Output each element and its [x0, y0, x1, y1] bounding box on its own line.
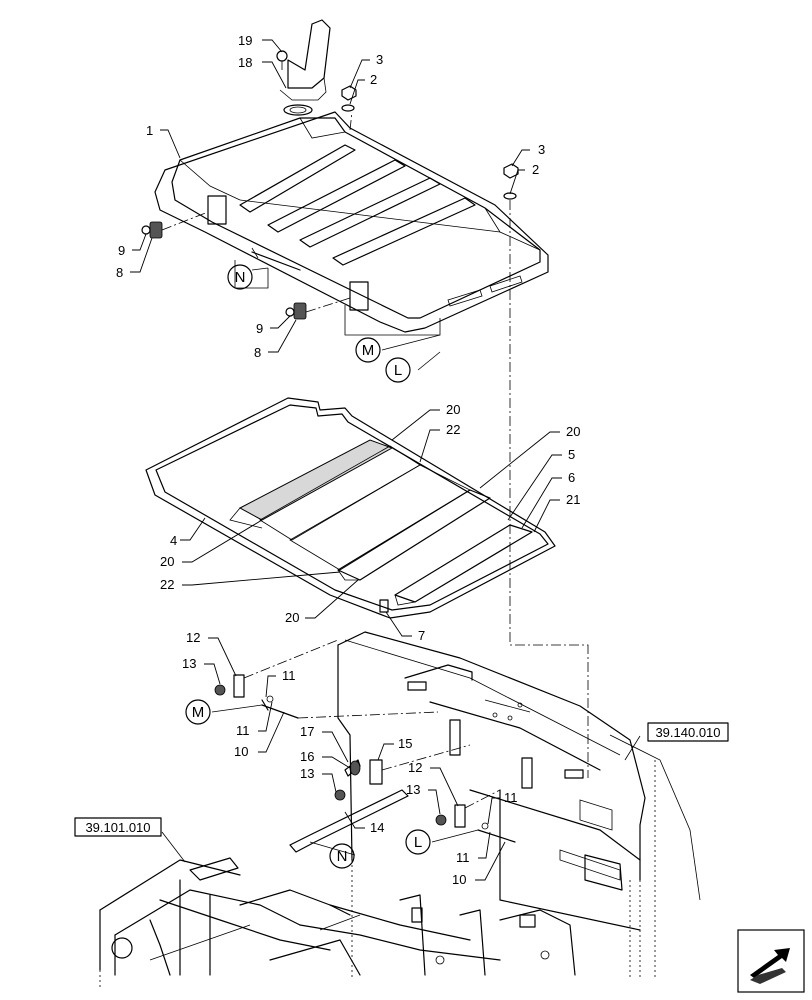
callout-13: 13 [406, 782, 420, 797]
leader-lines [130, 39, 562, 881]
reference-circles: N M L M N L [185, 264, 431, 869]
callout-21: 21 [566, 492, 580, 507]
callout-7: 7 [418, 628, 425, 643]
callout-10: 10 [452, 872, 466, 887]
gasket-frame [145, 397, 556, 619]
ref-L: L [414, 834, 422, 851]
ref-M: M [362, 342, 375, 359]
callout-12: 12 [408, 760, 422, 775]
callout-13: 13 [300, 766, 314, 781]
machine-body [337, 631, 701, 980]
callout-20: 20 [446, 402, 460, 417]
bolt-right [503, 163, 519, 200]
callout-2: 2 [532, 162, 539, 177]
callout-11: 11 [504, 790, 518, 805]
callout-8: 8 [116, 265, 123, 280]
latch-assembly-right [435, 804, 516, 843]
callout-11: 11 [282, 668, 296, 683]
callout-9: 9 [256, 321, 263, 336]
callout-22: 22 [160, 577, 174, 592]
callout-12: 12 [186, 630, 200, 645]
callout-10: 10 [234, 744, 248, 759]
ref-box-left[interactable]: 39.101.010 [74, 817, 162, 837]
callout-5: 5 [568, 447, 575, 462]
ref-box-right[interactable]: 39.140.010 [647, 722, 729, 742]
bolt-upper [341, 85, 357, 112]
callout-9: 9 [118, 243, 125, 258]
ref-box-left-label: 39.101.010 [85, 820, 150, 835]
callout-19: 19 [238, 33, 252, 48]
callout-4: 4 [170, 533, 177, 548]
ref-N: N [337, 848, 348, 865]
callout-20: 20 [160, 554, 174, 569]
latch-assembly-center [289, 759, 409, 853]
callout-11: 11 [456, 850, 470, 865]
ref-L: L [394, 362, 402, 379]
callout-8: 8 [254, 345, 261, 360]
callout-labels: 19 18 3 2 1 3 2 9 8 9 8 20 22 20 5 6 21 … [116, 33, 580, 887]
callout-20: 20 [285, 610, 299, 625]
ref-box-right-label: 39.140.010 [655, 725, 720, 740]
callout-3: 3 [376, 52, 383, 67]
callout-22: 22 [446, 422, 460, 437]
callout-20: 20 [566, 424, 580, 439]
callout-14: 14 [370, 820, 384, 835]
top-cover [154, 104, 549, 336]
chassis [99, 857, 576, 990]
callout-1: 1 [146, 123, 153, 138]
callout-16: 16 [300, 749, 314, 764]
callout-6: 6 [568, 470, 575, 485]
callout-3: 3 [538, 142, 545, 157]
callout-15: 15 [398, 736, 412, 751]
ref-M: M [192, 704, 205, 721]
callout-2: 2 [370, 72, 377, 87]
arrow-icon[interactable] [737, 929, 805, 993]
callout-18: 18 [238, 55, 252, 70]
ref-N: N [235, 269, 246, 286]
callout-13: 13 [182, 656, 196, 671]
latch-assembly-left [214, 674, 299, 719]
breather-pipe [276, 19, 331, 101]
callout-11: 11 [236, 723, 250, 738]
callout-17: 17 [300, 724, 314, 739]
